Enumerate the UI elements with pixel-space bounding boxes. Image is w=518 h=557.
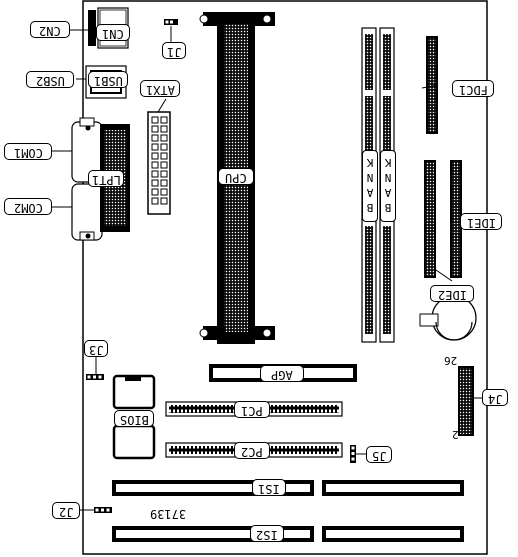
j1-label: J1 xyxy=(162,42,186,59)
j1-jumper xyxy=(164,19,178,42)
atx1-connector xyxy=(147,111,171,215)
usb2-label: USB2 xyxy=(26,71,74,88)
pin-2-text: 2 xyxy=(452,428,459,441)
fdc1-label: FDC1 xyxy=(452,80,494,97)
ide1-label: IDE1 xyxy=(460,213,502,230)
fdc1-connector xyxy=(426,36,438,134)
leader-lines xyxy=(51,29,482,511)
j3-jumper xyxy=(86,374,104,380)
board-outline xyxy=(82,0,488,555)
j2-label: J2 xyxy=(52,502,80,519)
cn1-label: CN1 xyxy=(96,24,130,41)
ide2-label: IDE2 xyxy=(430,285,474,302)
pin-26-text: 26 xyxy=(444,354,458,367)
j2-jumper xyxy=(94,507,112,513)
com2-label: COM2 xyxy=(4,198,52,215)
pc1-label: PC1 xyxy=(234,401,270,418)
j5-label: J5 xyxy=(366,446,392,463)
bios-chip xyxy=(112,374,156,460)
atx1-label: ATX1 xyxy=(140,80,180,97)
j4-label: J4 xyxy=(482,389,508,406)
battery xyxy=(419,295,477,341)
is1-label: IS1 xyxy=(252,479,286,496)
agp-label: AGP xyxy=(260,365,304,382)
bios-label: BIOS xyxy=(114,410,154,427)
cpu-label: CPU xyxy=(218,168,254,185)
usb1-label: USB1 xyxy=(88,71,128,88)
cn2-label: CN2 xyxy=(30,21,70,38)
j5-jumper xyxy=(350,445,356,463)
com1-label: COM1 xyxy=(4,143,52,160)
board-number-text: 37139 xyxy=(150,507,187,521)
pc2-label: PC2 xyxy=(234,442,270,459)
j4-header xyxy=(458,366,474,436)
lpt1-label: LPT1 xyxy=(88,170,124,187)
ide-connectors xyxy=(424,160,462,278)
is2-label: IS2 xyxy=(250,525,284,542)
j3-label: J3 xyxy=(84,340,108,357)
